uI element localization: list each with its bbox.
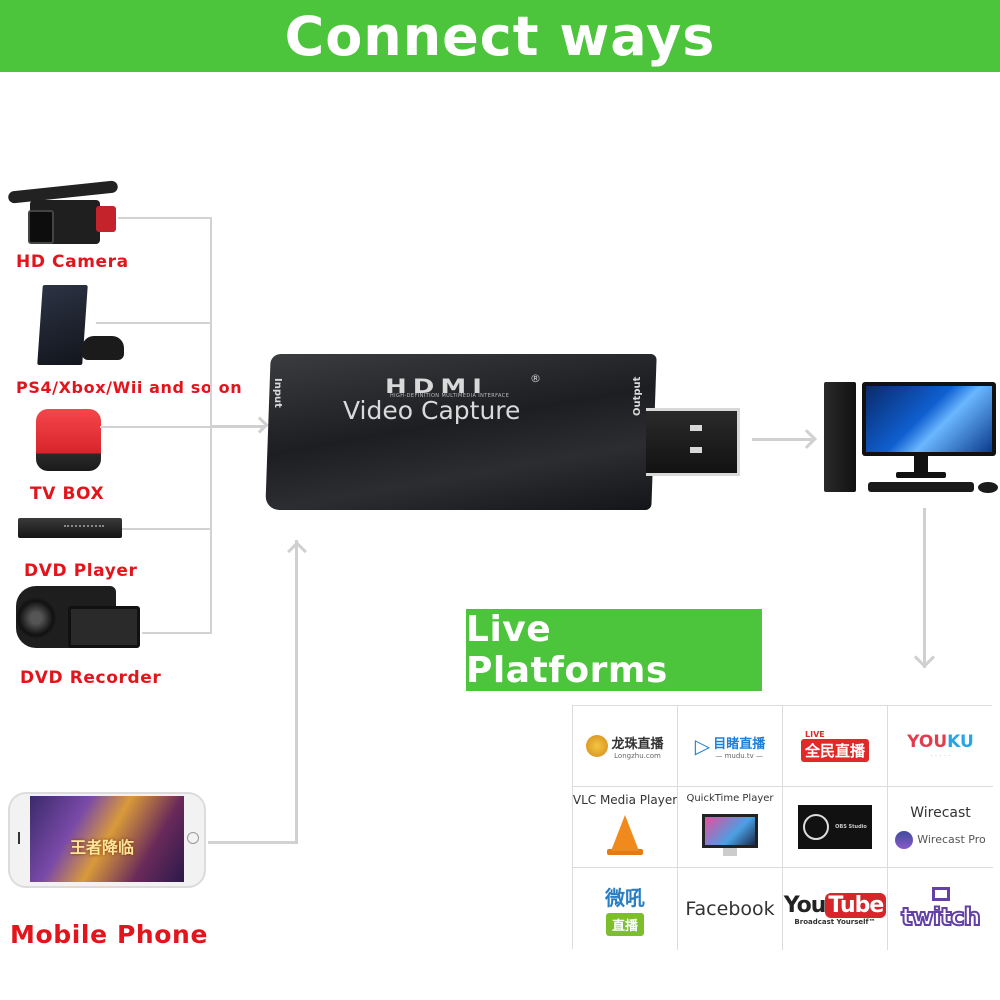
registered-mark: ® [530, 372, 541, 385]
page-title: Connect ways [284, 4, 716, 68]
device-name: Video Capture [343, 396, 521, 425]
phone-game-title: 王者降临 [70, 838, 135, 857]
arrow-down-icon [913, 646, 936, 669]
vlc-cone-icon [611, 815, 639, 851]
platform-wirecast: Wirecast Wirecast Pro [888, 787, 993, 868]
platform-youku: YOUKU · · · · · [888, 706, 993, 787]
platforms-grid: 龙珠直播 Longzhu.com ▷ 目睹直播 — mudu.tv — LIVE… [572, 705, 993, 950]
label-hd-camera: HD Camera [16, 252, 129, 272]
label-mobile-phone: Mobile Phone [10, 920, 208, 949]
label-game-console: PS4/Xbox/Wii and so on [16, 378, 243, 397]
arrow-right-icon [797, 429, 817, 449]
arrow-to-platforms [923, 508, 926, 668]
platform-quicktime: QuickTime Player [678, 787, 783, 868]
play-icon: ▷ [694, 734, 711, 758]
arrow-right-icon [251, 416, 269, 434]
platform-twitch: twitch [888, 868, 993, 950]
wirecast-icon [895, 831, 914, 849]
hdmi-logo: HDMI [385, 375, 488, 399]
twitch-glitch-icon [931, 887, 950, 901]
obs-logo-icon: OBS Studio [798, 805, 872, 849]
platform-facebook: Facebook [678, 868, 783, 950]
usb-plug [646, 408, 740, 476]
label-dvd-player: DVD Player [24, 561, 138, 581]
platform-vlc: VLC Media Player [573, 787, 678, 868]
platform-mudu: ▷ 目睹直播 — mudu.tv — [678, 706, 783, 787]
label-dvd-recorder: DVD Recorder [20, 668, 162, 688]
platform-longzhu: 龙珠直播 Longzhu.com [573, 706, 678, 787]
platform-quanmin: LIVE 全民直播 [783, 706, 888, 787]
platform-weihou: 微吼 直播 [573, 868, 678, 950]
header-banner: Connect ways [0, 0, 1000, 72]
input-port-label: Input [272, 378, 283, 408]
output-port-label: Output [632, 376, 643, 416]
live-platforms-title: Live Platforms [466, 609, 668, 691]
tv-box-icon [36, 409, 101, 471]
arrow-up-icon [287, 541, 307, 561]
platform-obs: OBS Studio [783, 787, 888, 868]
longzhu-dragon-icon [586, 735, 609, 757]
quicktime-imac-icon [702, 814, 758, 848]
live-platforms-badge: Live Platforms [466, 609, 762, 691]
hdmi-subtitle: HIGH-DEFINITION MULTIMEDIA INTERFACE [390, 393, 510, 399]
label-tv-box: TV BOX [30, 484, 105, 504]
arrow-to-pc [752, 438, 812, 441]
